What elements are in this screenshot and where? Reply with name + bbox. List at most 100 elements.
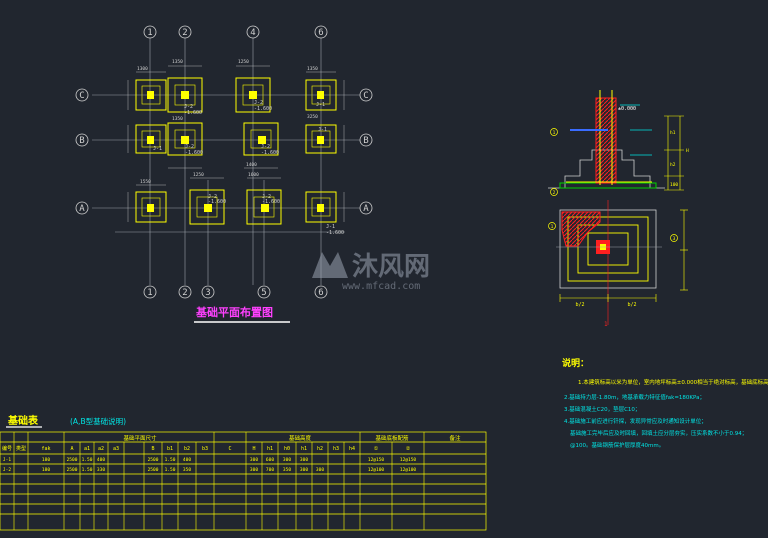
axis-row-label: B xyxy=(79,136,84,146)
table-cell: 12@100 xyxy=(368,467,385,473)
table-cell: 180 xyxy=(42,457,50,463)
axis-bottom-label: 2 xyxy=(182,288,187,298)
dim-text: 1250 xyxy=(238,59,249,65)
table-cell: 1.50 xyxy=(165,457,176,463)
table-cell: 2500 xyxy=(67,467,78,473)
footing-section: ±0.000 1 2 H h1 h2 100 xyxy=(548,90,689,196)
section-elev-top: ±0.000 xyxy=(618,106,636,112)
table-subtitle: (A,B型基础说明) xyxy=(70,416,126,426)
footings xyxy=(135,77,337,225)
table-cell: 300 xyxy=(283,457,291,463)
table-cell: J-1 xyxy=(3,457,11,463)
table-cell: 700 xyxy=(266,467,274,473)
table-cell: 400 xyxy=(97,457,105,463)
dim-text: 1350 xyxy=(172,59,183,65)
table-col-head: h0 xyxy=(284,446,290,452)
footing-tag: J-2 xyxy=(262,194,271,200)
axis-row-label: C xyxy=(363,91,368,101)
dim-text: 1550 xyxy=(140,179,151,185)
table-header-group: 基础平面尺寸 xyxy=(123,434,157,442)
table-cell: 350 xyxy=(183,467,191,473)
footing-tag: J-2 xyxy=(261,144,270,150)
table-col-head: b2 xyxy=(184,446,190,452)
table-cell: 2500 xyxy=(148,467,159,473)
watermark-logo-icon xyxy=(312,252,348,278)
dim-text: 1400 xyxy=(246,162,257,168)
note-item: 3.基础混凝土C20，垫层C10； xyxy=(564,405,640,413)
footing-elev: -1.600 xyxy=(185,150,203,156)
footing-tag: J-1 xyxy=(153,146,162,152)
watermark-url: www.mfcad.com xyxy=(342,281,420,292)
table-col-head: h3 xyxy=(333,446,339,452)
table-cell: 300 xyxy=(300,457,308,463)
axis-bubbles-bottom xyxy=(143,285,328,299)
table-col-head: a2 xyxy=(98,446,104,452)
dimension-lines xyxy=(127,65,345,222)
watermark: 沐风网 www.mfcad.com xyxy=(312,252,430,292)
table-cell: 180 xyxy=(42,467,50,473)
table-col-head: a1 xyxy=(84,446,90,452)
footing-tag: J-1 xyxy=(316,102,325,108)
dim-text: 1600 xyxy=(248,172,259,178)
section-dim: H xyxy=(686,148,689,154)
table-cell: 300 xyxy=(250,457,258,463)
table-cell: 1.50 xyxy=(82,457,93,463)
axis-row-label: C xyxy=(79,91,84,101)
table-col-head: ① xyxy=(374,446,379,452)
dim-text: 1300 xyxy=(137,66,148,72)
plan-title: 基础平面布置图 xyxy=(195,305,273,319)
footing-tag: J-2 xyxy=(254,100,263,106)
axis-bubbles-rows xyxy=(75,88,373,215)
axis-bottom-label: 6 xyxy=(318,288,323,298)
axis-bottom-label: 3 xyxy=(205,288,210,298)
footing-tag: J-1 xyxy=(318,127,327,133)
footing-plan-detail: 1 3 b/2 b/2 1 xyxy=(548,200,688,328)
axis-grid xyxy=(92,38,360,285)
plan-detail-dim: b/2 xyxy=(627,302,636,308)
dim-text: 1250 xyxy=(193,172,204,178)
table-col-head: 编号 xyxy=(2,445,12,452)
axis-row-label: A xyxy=(363,204,369,214)
note-item: 4.基础施工前应进行钎探，发现异常应及时通知设计单位； xyxy=(564,417,707,425)
note-item: @100。基础钢筋保护层厚度40mm。 xyxy=(570,441,664,449)
footing-elev: -1.600 xyxy=(254,106,272,112)
section-mark: 3 xyxy=(673,236,676,242)
table-title: 基础表 xyxy=(7,414,39,427)
table-col-head: a3 xyxy=(113,446,119,452)
table-col-head: b1 xyxy=(167,446,173,452)
plan-detail-dim: b/2 xyxy=(575,302,584,308)
dim-text: 1350 xyxy=(307,66,318,72)
table-header-group: 基础底板配筋 xyxy=(375,434,409,442)
table-cell: 2500 xyxy=(148,457,159,463)
section-dim: h1 xyxy=(670,130,676,136)
foundation-table: 基础表 (A,B型基础说明) xyxy=(0,414,487,531)
axis-bubbles-top xyxy=(143,25,328,39)
dim-text: 3250 xyxy=(307,114,318,120)
table-cell: 600 xyxy=(266,457,274,463)
columns xyxy=(147,91,324,212)
footing-tag: J-1 xyxy=(326,224,335,230)
table-cell: 300 xyxy=(250,467,258,473)
table-cell: 1.50 xyxy=(82,467,93,473)
table-col-head: ② xyxy=(406,446,411,452)
axis-top-label: 4 xyxy=(250,28,255,38)
dim-text: 1350 xyxy=(172,116,183,122)
table-col-head: h1 xyxy=(301,446,307,452)
table-cell: 330 xyxy=(97,467,105,473)
table-col-head: h4 xyxy=(349,446,355,452)
note-item: 2.基础持力层-1.80m，地基承载力特征值fak=180KPa； xyxy=(564,393,705,401)
table-cell: J-2 xyxy=(3,467,11,473)
table-col-head: h2 xyxy=(317,446,323,452)
table-col-head: 类型 xyxy=(16,445,26,452)
axis-row-label: B xyxy=(363,136,368,146)
axis-bottom-label: 5 xyxy=(261,288,266,298)
table-row: J-1 180 2500 1.50 400 2500 1.50 400 300 … xyxy=(3,457,416,463)
table-col-head: fak xyxy=(41,446,50,452)
axis-top-label: 6 xyxy=(318,28,323,38)
table-cell: 12@150 xyxy=(400,457,417,463)
table-col-head: A xyxy=(70,446,73,452)
table-cell: 300 xyxy=(300,467,308,473)
footing-elev: -1.600 xyxy=(261,150,279,156)
notes: 说明： 1.本建筑标高以米为单位，室内地坪标高±0.000相当于绝对标高，基础底… xyxy=(562,357,768,449)
